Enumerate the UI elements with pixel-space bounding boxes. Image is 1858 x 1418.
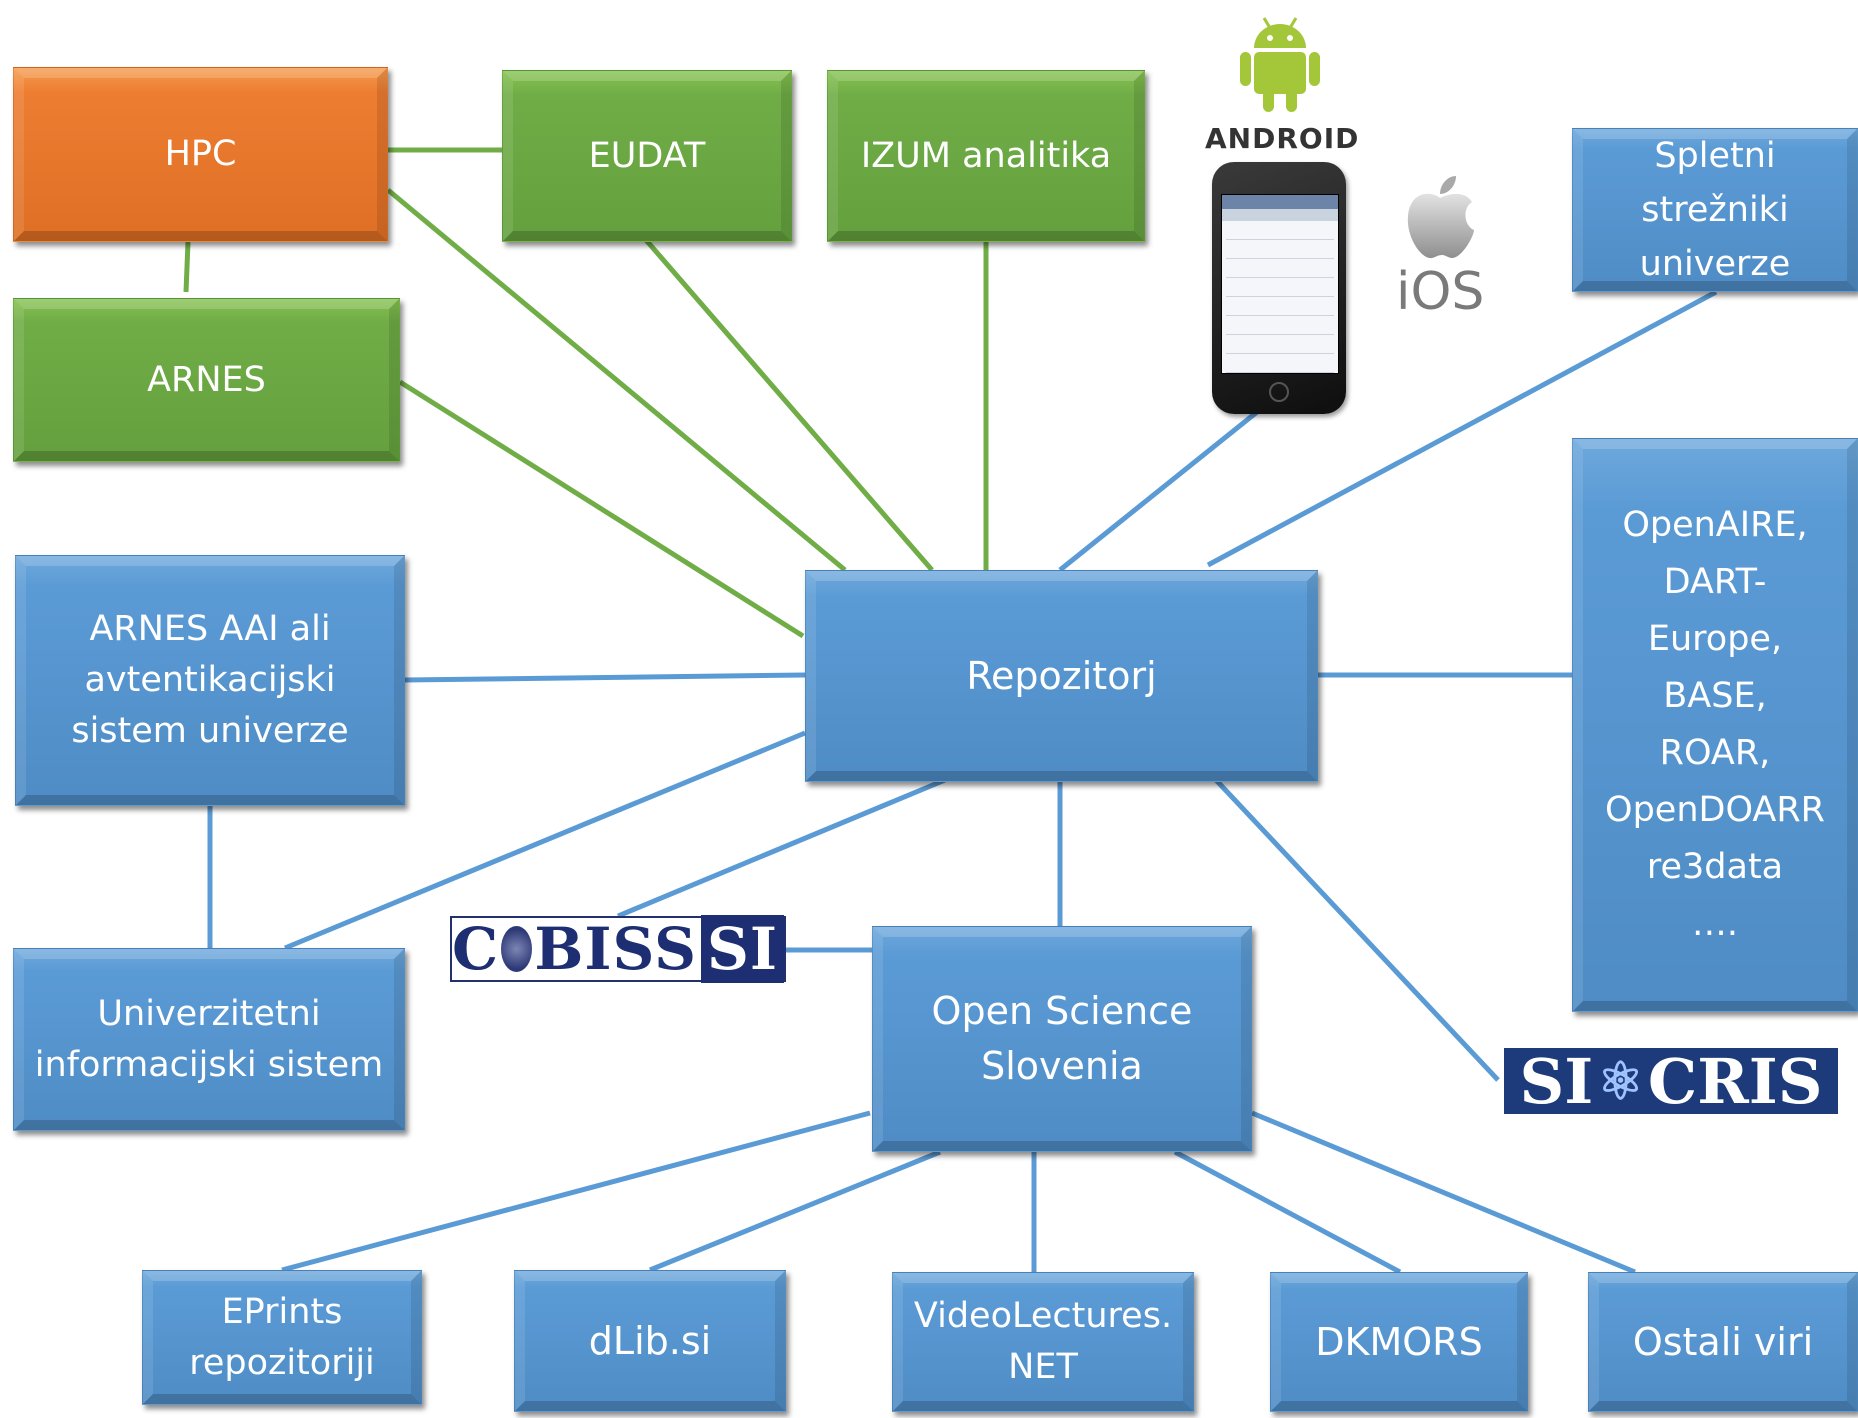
link-opensci-dkmors bbox=[1173, 1149, 1402, 1275]
home-button-icon bbox=[1269, 382, 1289, 402]
ostali-viri-label: Ostali viri bbox=[1632, 1319, 1814, 1364]
openaire-box: OpenAIRE, DART- Europe, BASE, ROAR, Open… bbox=[1572, 438, 1858, 1012]
open-science-slovenia-label: Open Science Slovenia bbox=[931, 988, 1193, 1088]
eudat-box: EUDAT bbox=[502, 70, 792, 242]
cobiss-logo-text-biss: BISS bbox=[534, 915, 697, 983]
ios-wordmark: iOS bbox=[1396, 262, 1485, 322]
dlib-label: dLib.si bbox=[588, 1318, 712, 1363]
ostali-viri-box: Ostali viri bbox=[1588, 1272, 1858, 1412]
repozitorij-box: Repozitorj bbox=[805, 570, 1318, 782]
eprints-label: EPrints repozitoriji bbox=[189, 1291, 375, 1383]
spletni-streZniki-label: Spletni strežniki univerze bbox=[1639, 135, 1791, 285]
link-opensci-ostali bbox=[1251, 1110, 1636, 1275]
eprints-box: EPrints repozitoriji bbox=[142, 1270, 422, 1405]
open-science-slovenia-box: Open Science Slovenia bbox=[872, 926, 1252, 1152]
arnes-aai-box: ARNES AAI ali avtentikacijski sistem uni… bbox=[15, 555, 405, 806]
android-wordmark: ANDROID bbox=[1205, 122, 1360, 155]
link-opensci-eprints bbox=[281, 1110, 871, 1273]
repozitorij-label: Repozitorj bbox=[966, 653, 1157, 698]
univerzitetni-informacijski-sistem-label: Univerzitetni informacijski sistem bbox=[34, 993, 384, 1085]
link-mobile-repozitorij bbox=[1058, 398, 1274, 572]
videolectures-box: VideoLectures. NET bbox=[892, 1272, 1194, 1412]
sicris-logo-text-cris: CRIS bbox=[1647, 1044, 1823, 1118]
link-eudat-repozitorij bbox=[644, 238, 934, 572]
smartphone-icon bbox=[1212, 162, 1346, 414]
hpc-box: HPC bbox=[13, 67, 388, 242]
sicris-logo: SI⚛CRIS bbox=[1504, 1045, 1838, 1118]
link-univinfo-repozitorij bbox=[284, 730, 806, 951]
phone-screen bbox=[1221, 194, 1339, 374]
link-sicris-repozitorij bbox=[1214, 778, 1500, 1082]
arnes-label: ARNES bbox=[147, 359, 266, 400]
dkmors-label: DKMORS bbox=[1315, 1319, 1483, 1364]
link-cobiss-repozitorij bbox=[617, 777, 946, 919]
android-icon bbox=[1240, 17, 1320, 112]
arnes-aai-label: ARNES AAI ali avtentikacijski sistem uni… bbox=[71, 609, 349, 751]
videolectures-label: VideoLectures. NET bbox=[913, 1296, 1173, 1387]
link-hpc-repozitorij bbox=[386, 188, 847, 572]
arnes-box: ARNES bbox=[13, 298, 400, 462]
link-hpc-arnes bbox=[183, 241, 191, 293]
cobiss-logo-text-si: SI bbox=[700, 915, 784, 983]
hpc-label: HPC bbox=[164, 134, 237, 175]
spletni-streZniki-box: Spletni strežniki univerze bbox=[1572, 128, 1858, 292]
openaire-label: OpenAIRE, DART- Europe, BASE, ROAR, Open… bbox=[1605, 504, 1825, 945]
izum-analitika-box: IZUM analitika bbox=[827, 70, 1145, 242]
cobiss-logo-text-c: C bbox=[452, 915, 500, 983]
univerzitetni-informacijski-sistem-box: Univerzitetni informacijski sistem bbox=[13, 948, 405, 1131]
link-spletni-repozitorij bbox=[1206, 289, 1718, 568]
apple-icon bbox=[1407, 176, 1474, 259]
dkmors-box: DKMORS bbox=[1270, 1272, 1528, 1412]
dlib-box: dLib.si bbox=[514, 1270, 786, 1412]
cobiss-globe-icon bbox=[501, 926, 533, 972]
link-aai-repozitorij bbox=[404, 672, 806, 683]
eudat-label: EUDAT bbox=[588, 135, 706, 176]
link-arnes-repozitorij bbox=[398, 379, 805, 639]
izum-analitika-label: IZUM analitika bbox=[860, 135, 1112, 176]
link-opensci-dlib bbox=[649, 1149, 941, 1273]
sicris-logo-text-si: SI bbox=[1519, 1044, 1594, 1118]
atom-icon: ⚛ bbox=[1597, 1050, 1644, 1112]
